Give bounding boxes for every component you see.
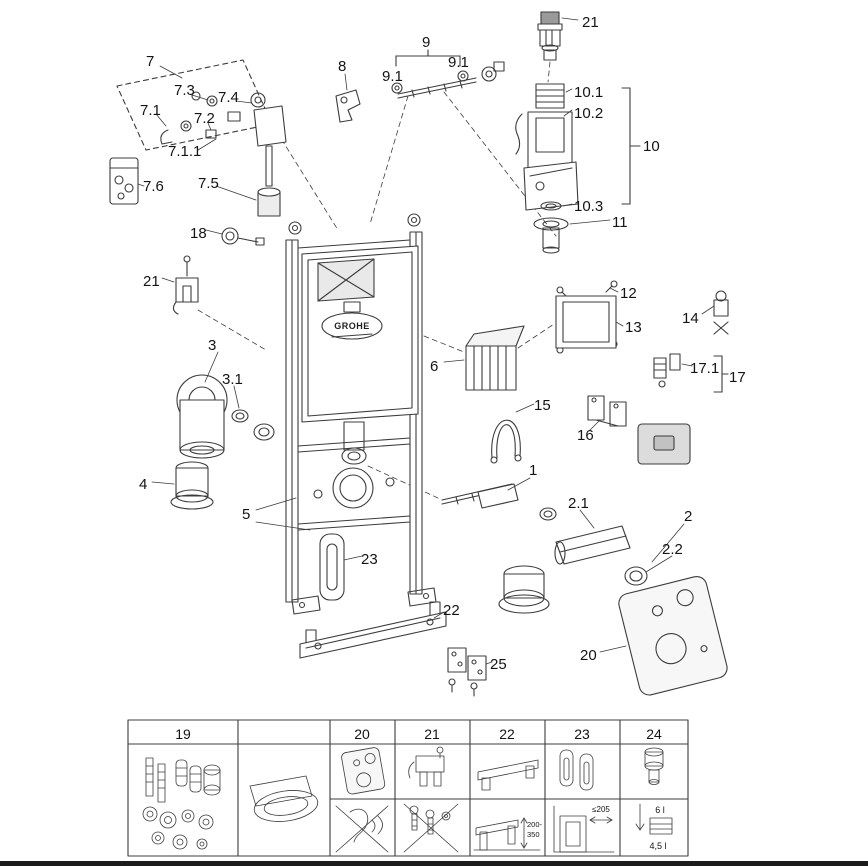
- callout-11: 11: [612, 214, 628, 231]
- inlet-part-21-top: [537, 11, 563, 61]
- legend-header-20: 20: [354, 726, 370, 742]
- callout-labels: 7 7.3 7.4 7.1 7.2 7.1.1 7.5 7.6 8 9 9.1 …: [139, 14, 746, 673]
- rod-group-9: [391, 49, 505, 99]
- callout-25: 25: [490, 656, 507, 673]
- callout-7-3: 7.3: [174, 82, 195, 99]
- mounting-frame: [285, 213, 437, 615]
- legend-rail-mounting-icon: [473, 817, 541, 851]
- callout-10-1: 10.1: [574, 84, 603, 101]
- page-bottom-edge: [0, 861, 868, 866]
- clip-part-8: [335, 89, 361, 123]
- legend-depth-icon: [553, 805, 615, 853]
- legend-flush-reduced: 4,5 l: [649, 841, 666, 851]
- legend-header-21: 21: [424, 726, 440, 742]
- legend-connector-icon: [644, 747, 664, 785]
- callout-21-left: 21: [143, 273, 160, 290]
- callout-9-1b: 9.1: [448, 54, 469, 71]
- callout-10-2: 10.2: [574, 105, 603, 122]
- legend-fastener-set: [142, 757, 221, 850]
- bracket-parts-25: [447, 647, 487, 697]
- outlet-part-11: [533, 217, 569, 254]
- legend-header-23: 23: [574, 726, 590, 742]
- callout-5: 5: [242, 506, 250, 523]
- callout-13: 13: [625, 319, 642, 336]
- callout-18: 18: [190, 225, 207, 242]
- legend-rail-icon: [477, 759, 539, 791]
- bracket-part-21-left: [172, 255, 199, 315]
- callout-3: 3: [208, 337, 216, 354]
- callout-3-1: 3.1: [222, 371, 243, 388]
- callout-2-2: 2.2: [662, 541, 683, 558]
- callout-2-1: 2.1: [568, 495, 589, 512]
- construction-lines: [197, 61, 557, 499]
- handle-part-23: [319, 533, 345, 601]
- callout-7-1-1: 7.1.1: [168, 143, 201, 160]
- legend-header-22: 22: [499, 726, 515, 742]
- legend-wc: [249, 775, 319, 822]
- callout-23: 23: [361, 551, 378, 568]
- callout-9: 9: [422, 34, 430, 51]
- callout-17-1: 17.1: [690, 360, 719, 377]
- flush-valve-group-10: [515, 83, 641, 211]
- callout-7-1: 7.1: [140, 102, 161, 119]
- legend-depth-max: ≤205: [592, 805, 610, 814]
- legend-no-screws-icon: [403, 803, 459, 853]
- protection-box-6: [465, 325, 525, 391]
- legend-flush-full: 6 l: [655, 805, 665, 815]
- callout-1: 1: [529, 462, 537, 479]
- cuff-part-4: [170, 461, 214, 510]
- callout-20: 20: [580, 647, 597, 664]
- fill-valve-group: [109, 59, 287, 217]
- callout-10-3: 10.3: [574, 198, 603, 215]
- legend-table: [127, 719, 689, 857]
- support-rail-part: [299, 601, 447, 659]
- callout-16: 16: [577, 427, 594, 444]
- leader-lines: [137, 17, 715, 665]
- legend-flush-volume-icon: [635, 803, 673, 835]
- callout-21-top: 21: [582, 14, 599, 31]
- legend-rail-height-1: 200-: [527, 820, 543, 829]
- insulation-mat-20: [618, 575, 728, 696]
- grohe-logo: GROHE: [334, 321, 370, 331]
- callout-4: 4: [139, 476, 147, 493]
- callout-15: 15: [534, 397, 551, 414]
- callout-10: 10: [643, 138, 660, 155]
- callout-6: 6: [430, 358, 438, 375]
- flush-bend-group-3: [176, 374, 275, 459]
- callout-7-4: 7.4: [218, 89, 239, 106]
- bracket-plate-16: [587, 395, 691, 465]
- legend-handles-icon: [559, 749, 594, 791]
- legend-header-19: 19: [175, 726, 191, 742]
- callout-9-1a: 9.1: [382, 68, 403, 85]
- frame-parts-12-13: [555, 280, 618, 354]
- callout-7-5: 7.5: [198, 175, 219, 192]
- union-part-18: [221, 227, 265, 246]
- callout-7-6: 7.6: [143, 178, 164, 195]
- connector-group-1: [441, 483, 557, 521]
- legend-header-24: 24: [646, 726, 662, 742]
- legend-mat-icon: [341, 747, 386, 795]
- legend-bracket-icon: [408, 746, 445, 787]
- callout-14: 14: [682, 310, 699, 327]
- outlet-group-2: [498, 525, 648, 614]
- callout-22: 22: [443, 602, 460, 619]
- callout-7: 7: [146, 53, 154, 70]
- callout-12: 12: [620, 285, 637, 302]
- legend-no-noise-icon: [335, 805, 389, 853]
- callout-8: 8: [338, 58, 346, 75]
- legend-rail-height-2: 350: [527, 830, 540, 839]
- valve-part-14: [713, 290, 729, 335]
- legend-headers: 19 20 21 22 23 24: [175, 726, 662, 742]
- hose-part-15: [490, 419, 522, 464]
- callout-17: 17: [729, 369, 746, 386]
- callout-2: 2: [684, 508, 692, 525]
- callout-7-2: 7.2: [194, 110, 215, 127]
- parts-17: [653, 353, 729, 393]
